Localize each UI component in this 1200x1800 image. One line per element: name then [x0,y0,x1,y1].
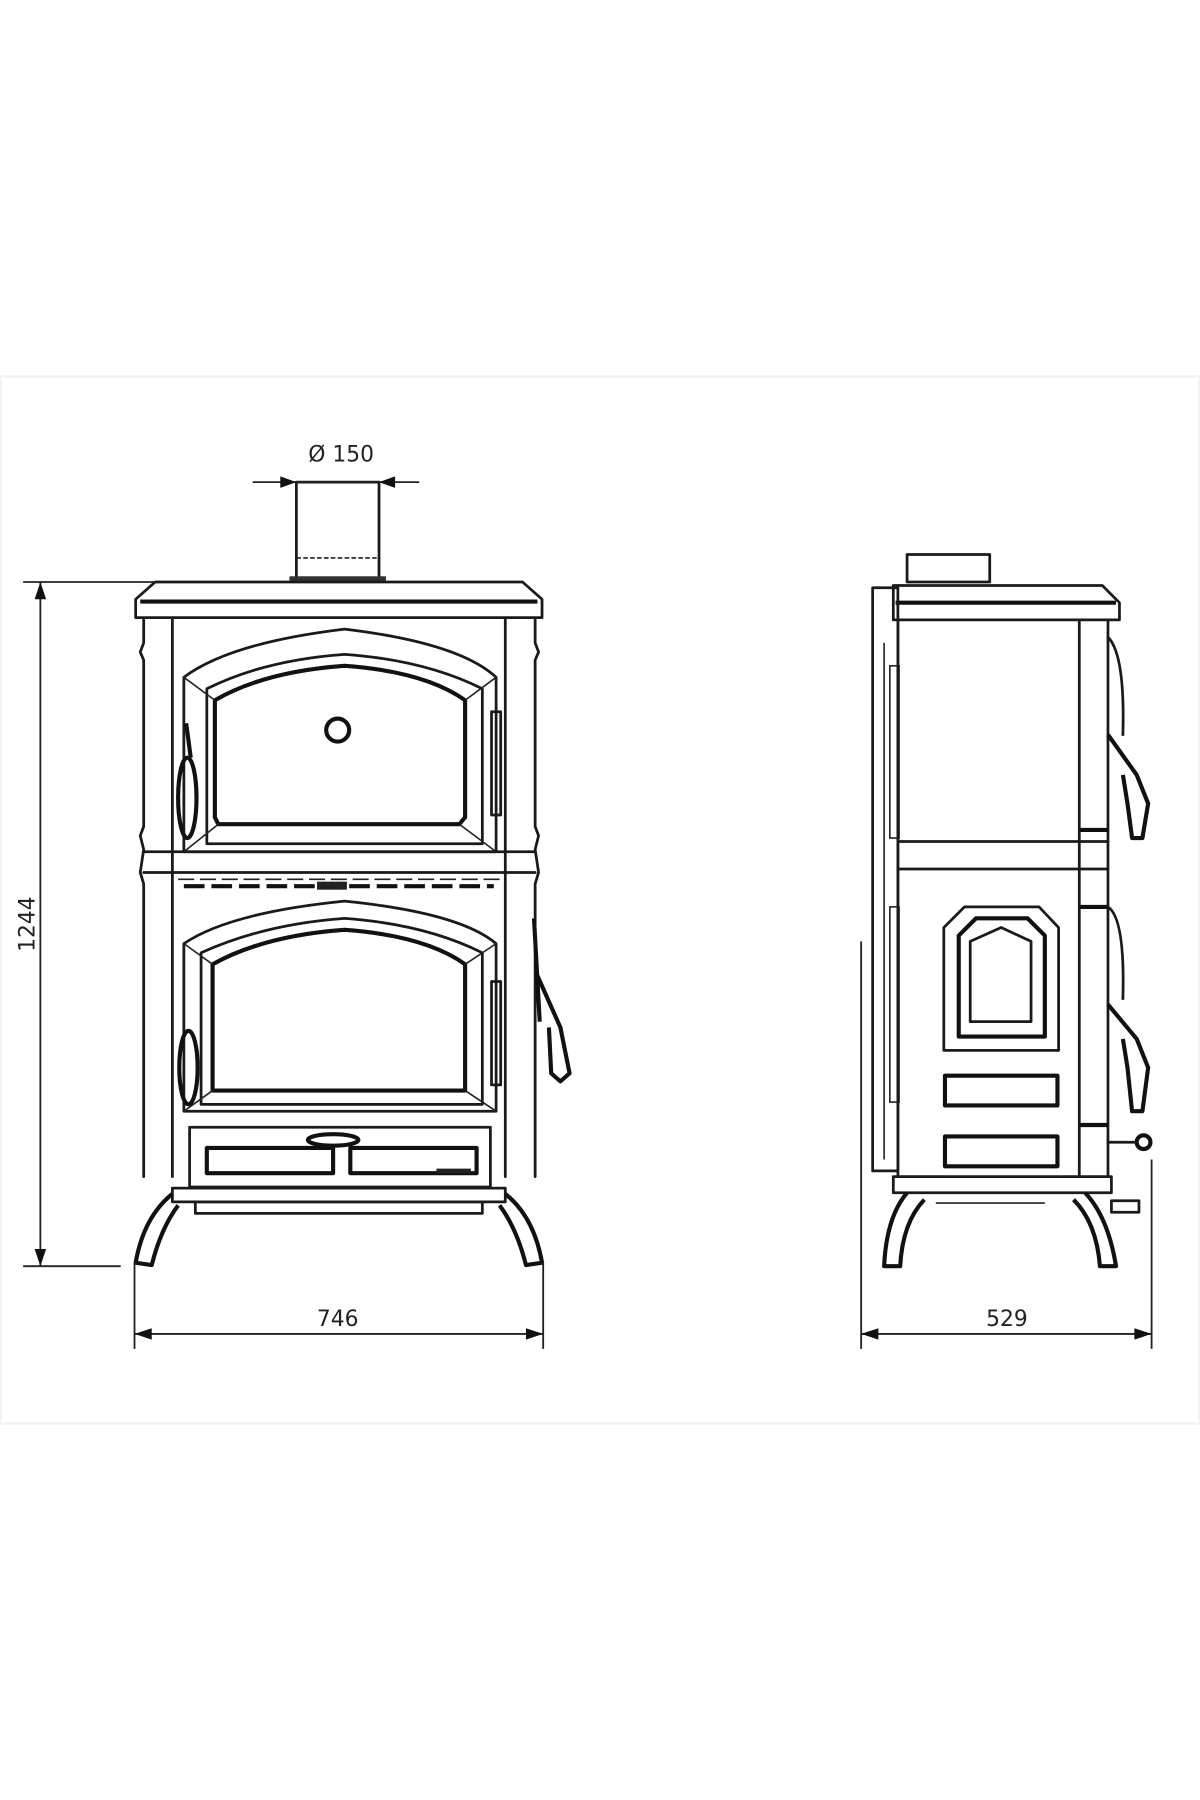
flue-pipe [289,480,386,583]
front-width-label: 746 [317,1307,359,1332]
height-label: 1244 [16,896,41,951]
side-view [871,553,1153,1269]
dimension-flue: Ø 150 [252,442,420,488]
base-and-legs [133,1186,545,1268]
dimension-front-width: 746 [133,1262,545,1349]
lower-door-handle [177,1028,200,1107]
dimension-height: 1244 [16,581,156,1268]
drawing-frame [0,375,1200,1425]
flue-diameter-label: Ø 150 [308,442,374,467]
upper-door-handle [176,755,199,841]
side-window [942,905,1060,1052]
side-knob-icon [1134,1133,1153,1152]
top-plate [134,580,544,619]
side-vent-lower [942,1134,1060,1169]
side-vent-upper [942,1073,1060,1108]
lower-firebox-door [177,899,572,1113]
dimension-side-depth: 529 [860,941,1153,1349]
body-columns [138,618,540,1179]
upper-oven-door [176,627,503,854]
front-door-profile [871,586,900,1173]
side-handles [1106,635,1153,1152]
door-knob-icon [324,716,352,744]
side-body [896,618,1110,1179]
front-view [133,480,572,1268]
middle-band [142,850,537,890]
side-lever-handle [535,974,572,1084]
side-top-plate [891,584,1121,622]
side-depth-label: 529 [986,1307,1028,1332]
ash-drawer-handle [305,1132,361,1148]
side-flue [905,553,992,584]
ash-drawer [188,1125,492,1189]
side-base-and-legs [882,1175,1141,1269]
